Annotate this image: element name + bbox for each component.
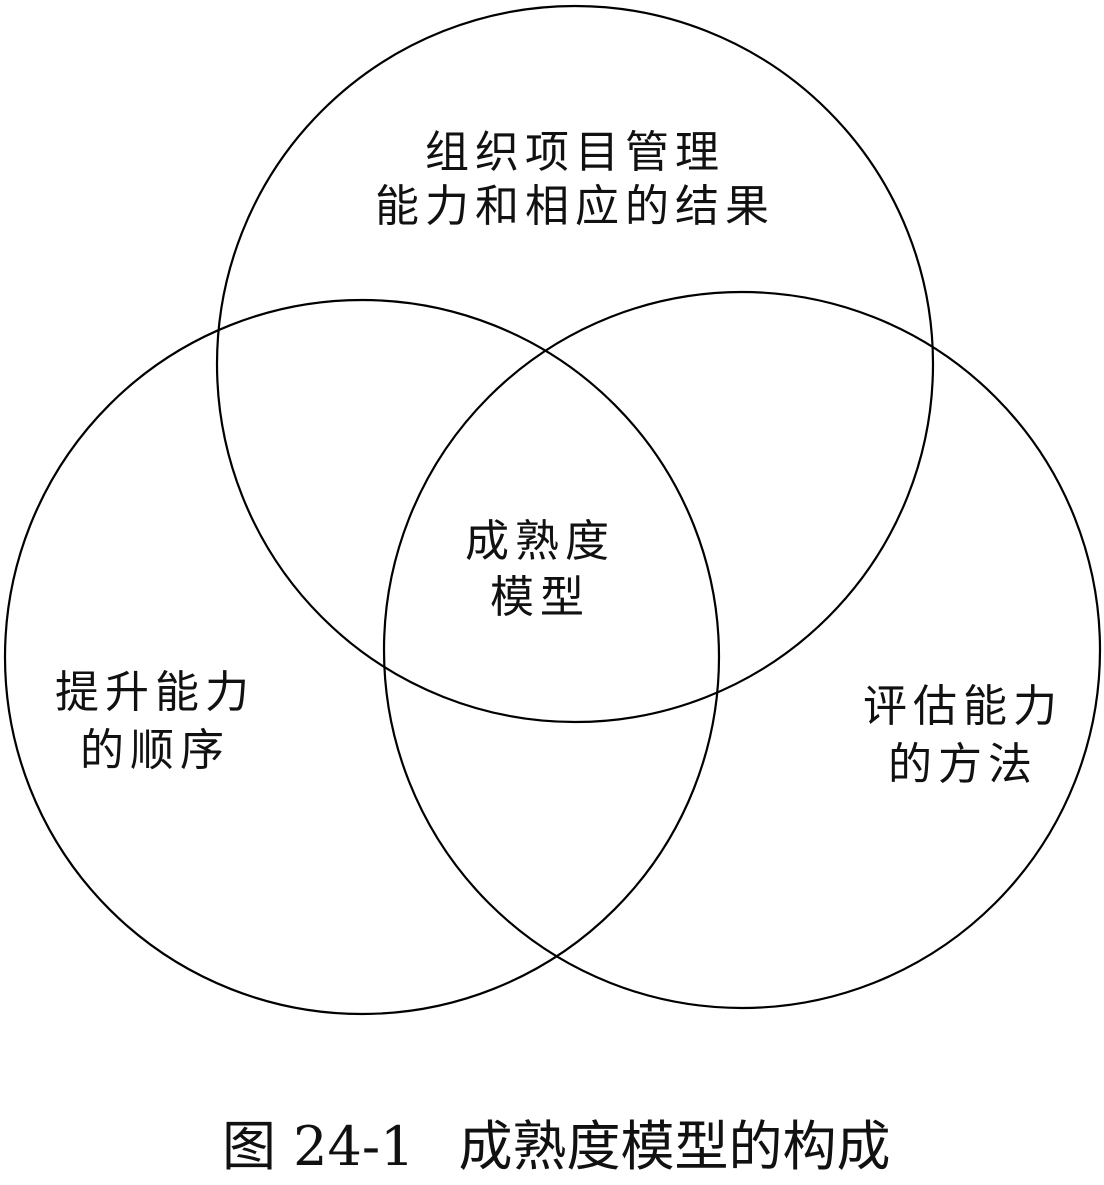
label-center-line-2: 模型 (490, 572, 590, 623)
label-left-line-2: 的顺序 (80, 725, 230, 776)
label-left-line-1: 提升能力 (55, 667, 255, 718)
label-left-circle: 提升能力 的顺序 (40, 664, 270, 780)
label-center-line-1: 成熟度 (465, 516, 615, 567)
label-center-intersection: 成熟度 模型 (440, 514, 640, 626)
label-top-line-1: 组织项目管理 (425, 127, 725, 178)
label-right-line-1: 评估能力 (863, 681, 1063, 732)
circle-left (3, 298, 721, 1016)
label-top-line-2: 能力和相应的结果 (375, 181, 775, 232)
figure-caption: 图 24-1 成熟度模型的构成 (222, 1112, 902, 1182)
figure-title: 成熟度模型的构成 (458, 1115, 891, 1178)
circle-top (215, 4, 935, 724)
label-right-circle: 评估能力 的方法 (848, 678, 1078, 794)
label-right-line-2: 的方法 (888, 739, 1038, 790)
figure-number: 图 24-1 (222, 1115, 415, 1178)
label-top-circle: 组织项目管理 能力和相应的结果 (360, 126, 790, 234)
circle-right (382, 290, 1102, 1010)
